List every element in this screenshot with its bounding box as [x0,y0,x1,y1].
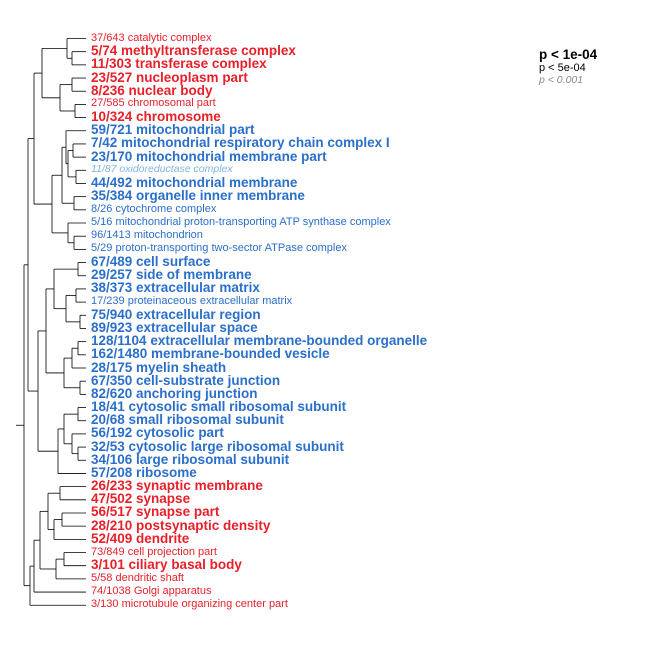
go-term-label: 35/384 organelle inner membrane [91,188,305,204]
go-term-label: 128/1104 extracellular membrane-bounded … [91,333,428,349]
go-term-label: 74/1038 Golgi apparatus [91,585,212,598]
legend-entry: p < 5e-04 [539,62,586,74]
go-term-label: 57/208 ribosome [91,464,197,480]
go-term-label: 5/29 proton-transporting two-sector ATPa… [91,242,347,255]
go-term-label: 67/489 cell surface [91,254,211,270]
go-term-label: 3/101 ciliary basal body [91,557,242,573]
go-term-label: 7/42 mitochondrial respiratory chain com… [91,135,390,151]
go-term-label: 11/87 oxidoreductase complex [91,163,233,176]
go-term-label: 23/170 mitochondrial membrane part [91,148,327,164]
legend-entry: p < 1e-04 [539,47,598,62]
go-term-label: 28/175 myelin sheath [91,359,227,375]
go-term-label: 89/923 extracellular space [91,319,258,335]
go-term-label: 47/502 synapse [91,491,191,507]
go-term-label: 5/58 dendritic shaft [91,571,184,584]
go-term-label: 8/236 nuclear body [91,82,213,98]
go-term-label: 56/517 synapse part [91,504,220,520]
go-term-label: 29/257 side of membrane [91,267,252,283]
go-term-label: 52/409 dendrite [91,530,190,546]
go-term-label: 56/192 cytosolic part [91,425,224,441]
go-term-label: 3/130 microtubule organizing center part [91,598,288,611]
go-term-label: 96/1413 mitochondrion [91,229,203,242]
go-term-label: 37/643 catalytic complex [91,31,212,44]
go-term-label: 38/373 extracellular matrix [91,280,260,296]
go-term-label: 20/68 small ribosomal subunit [91,412,284,428]
go-term-label: 5/74 methyltransferase complex [91,43,296,59]
go-term-label: 59/721 mitochondrial part [91,122,255,138]
go-term-label: 32/53 cytosolic large ribosomal subunit [91,438,344,454]
go-term-label: 11/303 transferase complex [91,56,267,72]
go-term-label: 27/585 chromosomal part [91,97,216,110]
go-term-label: 75/940 extracellular region [91,306,261,322]
go-term-label: 82/620 anchoring junction [91,385,258,401]
legend-entry: p < 0.001 [539,74,584,86]
go-term-label: 28/210 postsynaptic density [91,517,271,533]
go-term-label: 73/849 cell projection part [91,545,217,558]
go-term-label: 26/233 synaptic membrane [91,478,263,494]
go-term-label: 5/16 mitochondrial proton-transporting A… [91,216,391,229]
go-term-label: 44/492 mitochondrial membrane [91,174,298,190]
go-term-label: 10/324 chromosome [91,109,221,125]
go-term-label: 67/350 cell-substrate junction [91,372,281,388]
go-term-label: 23/527 nucleoplasm part [91,69,248,85]
go-term-label: 34/106 large ribosomal subunit [91,451,290,467]
go-term-label: 18/41 cytosolic small ribosomal subunit [91,399,347,415]
go-term-label: 17/239 proteinaceous extracellular matri… [91,295,293,308]
go-term-label: 162/1480 membrane-bounded vesicle [91,346,330,362]
dendrogram [16,38,86,606]
go-term-label: 8/26 cytochrome complex [91,202,217,215]
